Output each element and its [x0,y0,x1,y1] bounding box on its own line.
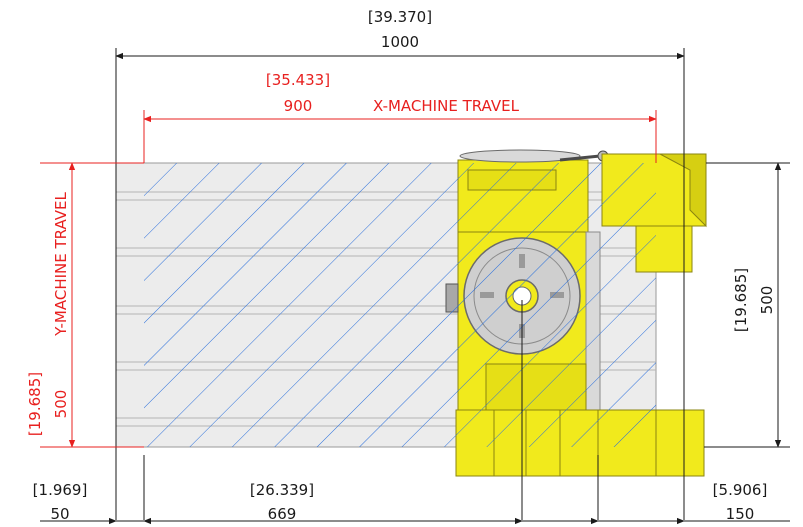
left-offset-mm: 50 [50,505,69,523]
rotary-center-inch: [26.339] [250,481,314,499]
table-depth-mm: 500 [758,286,776,315]
x-travel-mm: 900 [284,97,313,115]
rotary-center-mm: 669 [268,505,297,523]
y-travel-inch: [19.685] [26,372,44,436]
overall-width-mm: 1000 [381,33,419,51]
left-offset-inch: [1.969] [33,481,88,499]
table-depth-inch: [19.685] [732,268,750,332]
x-travel-inch: [35.433] [266,71,330,89]
x-travel-label: X-MACHINE TRAVEL [373,97,520,115]
y-travel-mm: 500 [52,390,70,419]
overall-width-inch: [39.370] [368,8,432,26]
extension-lines [115,48,790,520]
travel-area-hatch [144,163,656,447]
y-travel-label: Y-MACHINE TRAVEL [52,191,70,336]
right-overhang-inch: [5.906] [713,481,768,499]
right-overhang-mm: 150 [726,505,755,523]
